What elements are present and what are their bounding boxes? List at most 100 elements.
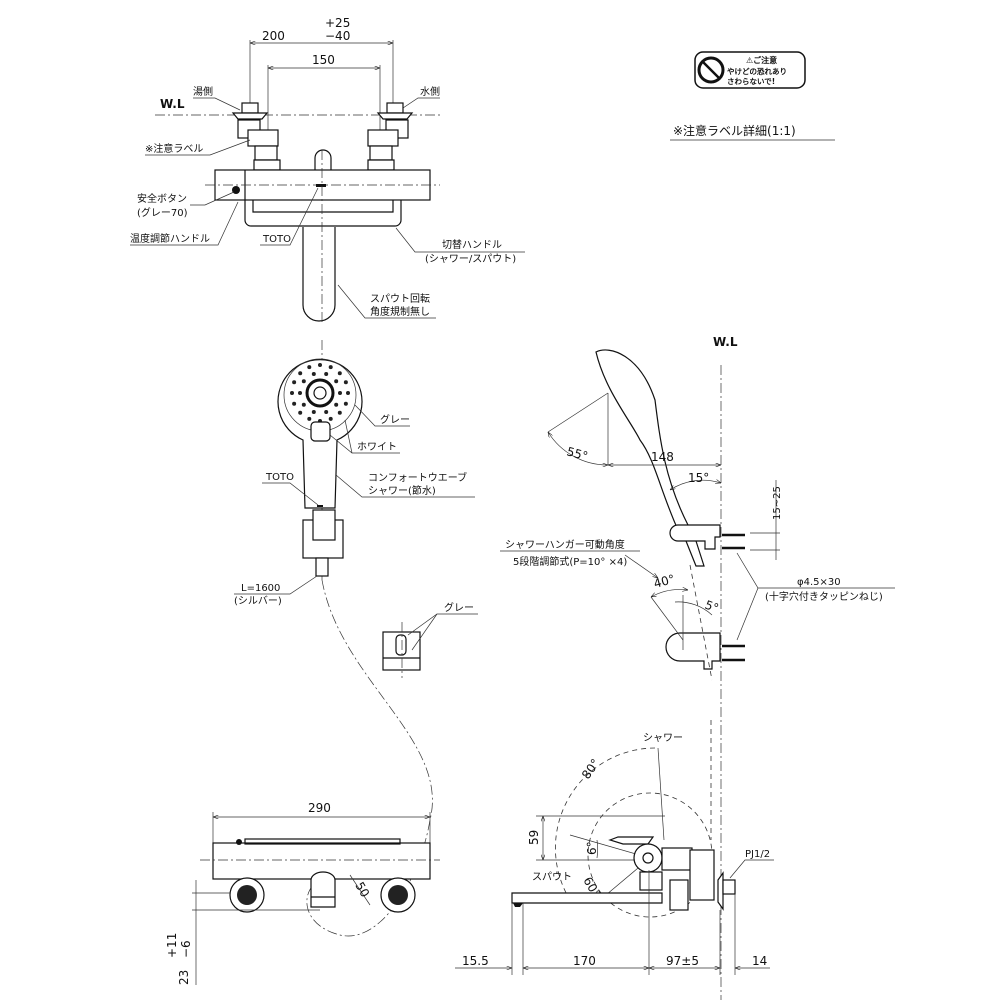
dim-50: 50 — [352, 880, 372, 900]
holder-small-view — [382, 622, 421, 678]
nozzle-dot — [343, 401, 348, 406]
shower-side-view: W.L 55° 148 15° 15~25 シャワーハンガー可動角度 5段階調節… — [500, 335, 895, 1000]
switch-hub — [633, 843, 663, 873]
spout — [302, 227, 336, 322]
dim-200: 200 — [262, 29, 285, 43]
top-view: 200 +25 −40 150 W.L 湯側 水側 ※注意ラベル 安全ボタン (… — [130, 16, 525, 325]
cold-side-label: 水側 — [420, 85, 440, 98]
nozzle-dot — [324, 371, 329, 376]
nozzle-dot — [292, 401, 297, 406]
nozzle-dot — [324, 410, 329, 415]
stop-button — [310, 421, 331, 442]
dim-290: 290 — [308, 801, 331, 815]
hose-length: L=1600 — [241, 583, 280, 594]
caution-label-detail: ⚠ご注意 やけどの恐れあり さわらないで! ※注意ラベル詳細(1:1) — [670, 51, 835, 141]
left-wheel — [237, 885, 257, 905]
brand-callout: TOTO — [262, 234, 291, 245]
dim-14: 14 — [752, 954, 767, 968]
shower-name-1: コンフォートウエーブ — [368, 471, 467, 484]
dim-150: 150 — [312, 53, 335, 67]
nozzle-dot — [318, 363, 322, 367]
nozzle-dot — [292, 380, 297, 385]
spout-joint-bottom — [310, 871, 336, 908]
nozzle-dot — [311, 371, 316, 376]
screw-type: (十字穴付きタッピンねじ) — [765, 590, 883, 603]
spout-joint — [314, 149, 332, 170]
nozzle-dot — [301, 379, 306, 384]
hanger-steps-label: 5段階調節式(P=10° ×4) — [513, 555, 627, 568]
tolerance-minus: −40 — [325, 29, 350, 43]
spray-nozzles — [290, 363, 350, 423]
upper-hanger — [669, 524, 721, 550]
toto-logo-mark — [316, 184, 326, 187]
nozzle-dot — [337, 371, 342, 376]
switch-handle — [244, 200, 402, 227]
nozzle-dot — [337, 410, 342, 415]
angle-55: 55° — [565, 444, 589, 463]
nozzle-dot — [307, 365, 312, 370]
white-label: ホワイト — [357, 441, 397, 453]
spout-side — [511, 892, 663, 904]
switch-handle-modes: (シャワー/スパウト) — [425, 253, 516, 265]
nozzle-dot — [338, 391, 342, 395]
label-line1: やけどの恐れあり — [727, 66, 787, 76]
dim-170: 170 — [573, 954, 596, 968]
side-wl-label: W.L — [713, 335, 738, 349]
switch-lever-side — [608, 836, 655, 845]
nozzle-dot — [343, 380, 348, 385]
dim-97: 97±5 — [666, 954, 699, 968]
nozzle-dot — [298, 410, 303, 415]
nozzle-dot — [334, 402, 339, 407]
right-wheel — [388, 885, 408, 905]
nozzle-dot — [307, 416, 312, 421]
caution-label-caption: ※注意ラベル詳細(1:1) — [673, 123, 796, 138]
shower-name-2: シャワー(節水) — [368, 484, 436, 497]
wall-thread — [722, 879, 736, 895]
spout-rotation-2: 角度規制無し — [370, 305, 430, 318]
nozzle-dot — [298, 371, 303, 376]
hanger-angle-label: シャワーハンガー可動角度 — [505, 538, 625, 551]
lower-hanger — [665, 632, 721, 670]
dim-148: 148 — [651, 450, 674, 464]
nozzle-dot — [328, 365, 333, 370]
hot-fitting — [231, 102, 281, 171]
dim-15-5: 15.5 — [462, 954, 489, 968]
temp-handle-label: 温度調節ハンドル — [130, 232, 210, 245]
safety-button-label: 安全ボタン — [137, 192, 187, 205]
wl-label: W.L — [160, 97, 185, 111]
gray-label: グレー — [380, 413, 410, 426]
switch-rotation-arc — [555, 747, 656, 901]
nozzle-dot — [301, 402, 306, 407]
shower-position-label: シャワー — [643, 733, 683, 744]
nozzle-dot — [328, 416, 333, 421]
nozzle-dot — [311, 410, 316, 415]
dim-23: 23 — [177, 970, 191, 985]
spout-position-label: スパウト — [532, 871, 572, 883]
nozzle-dot — [346, 391, 350, 395]
holder-gray-label: グレー — [444, 601, 474, 614]
angle-40: 40° — [652, 572, 676, 591]
thread-label: PJ1/2 — [745, 849, 770, 860]
tolerance-plus: +25 — [325, 16, 350, 30]
hot-side-label: 湯側 — [193, 85, 213, 98]
nozzle-dot — [290, 391, 294, 395]
dim-59: 59 — [527, 830, 541, 845]
safety-button — [232, 186, 240, 194]
hose-color: (シルバー) — [234, 595, 282, 607]
valve-body — [661, 847, 693, 871]
nozzle-dot — [298, 391, 302, 395]
angle-6: 6° — [585, 841, 599, 855]
safety-button-color: (グレー70) — [137, 206, 188, 219]
angle-15: 15° — [688, 471, 709, 485]
no-touch-icon — [697, 56, 725, 84]
bottom-tol-plus: +11 — [165, 933, 179, 958]
label-title: ⚠ご注意 — [746, 55, 777, 65]
cold-fitting — [367, 102, 414, 171]
angle-80: 80° — [579, 756, 603, 781]
dim-15-25: 15~25 — [772, 486, 783, 520]
faucet-side-view: シャワー 80° 59 6° スパウト 60° PJ1/2 15.5 170 9… — [455, 720, 774, 975]
bottom-tol-minus: −6 — [179, 940, 193, 958]
nozzle-dot — [334, 379, 339, 384]
angle-5: 5° — [703, 598, 721, 616]
